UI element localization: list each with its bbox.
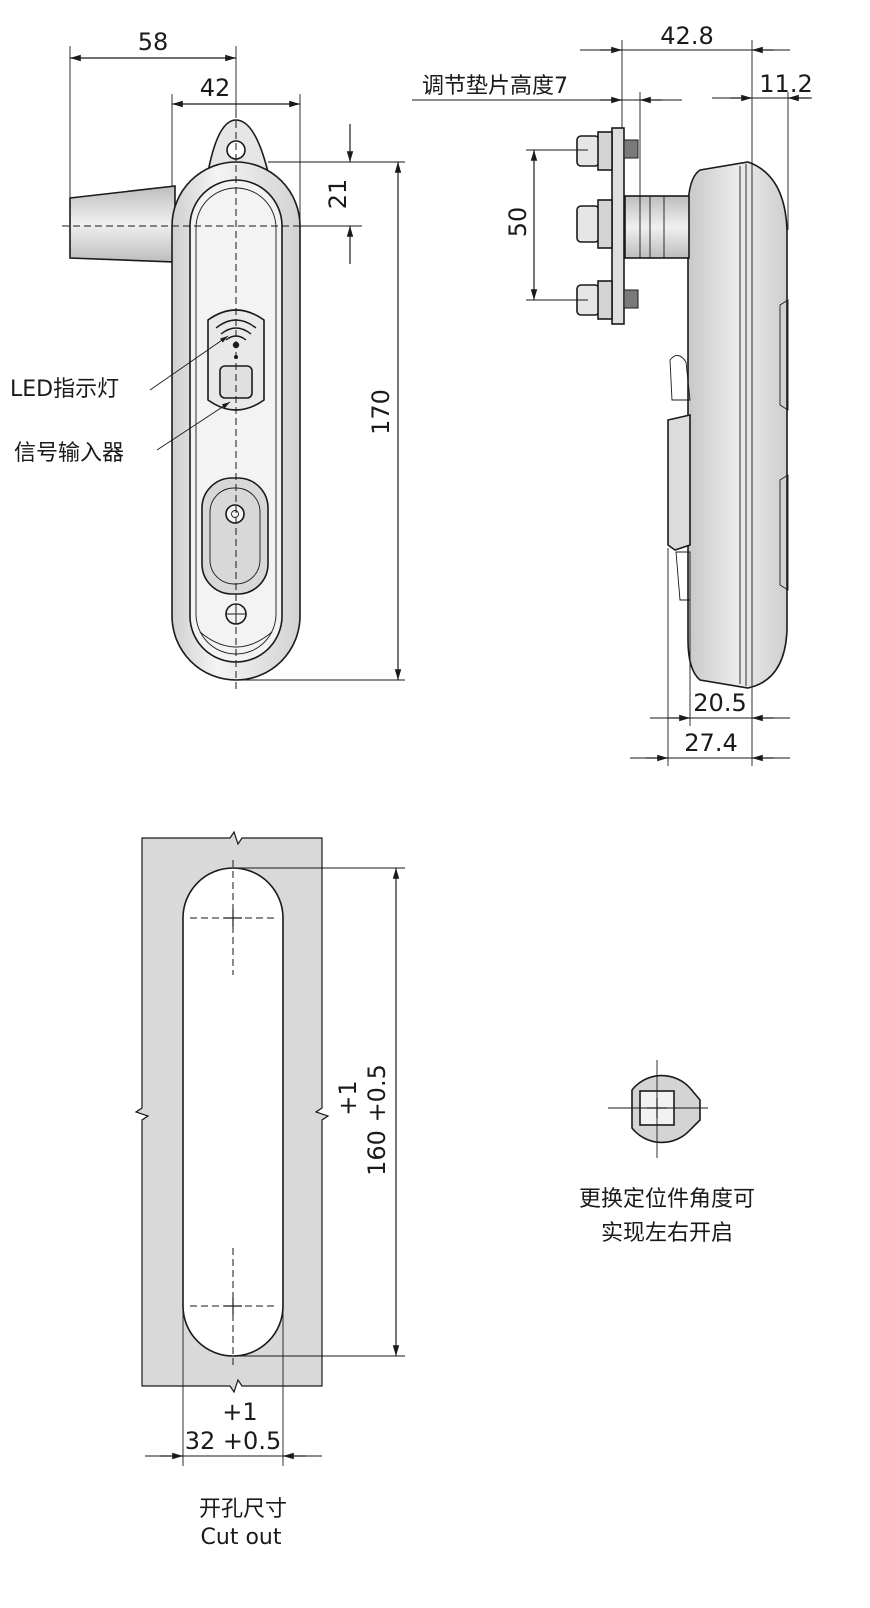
dim-cutout-height-tol: +1	[334, 1080, 362, 1115]
dim-cutout-width: 32 +0.5	[185, 1427, 281, 1455]
side-bracket	[667, 413, 691, 551]
cutout-label-cn: 开孔尺寸	[199, 1497, 287, 1522]
shim-height-label: 调节垫片高度7	[422, 74, 568, 99]
dim-20-5: 20.5	[693, 689, 746, 717]
cam-note-line1: 更换定位件角度可	[579, 1187, 755, 1212]
dim-cutout-width-tol: +1	[222, 1398, 257, 1426]
side-mounting-plate	[611, 127, 625, 325]
cutout-view	[134, 830, 330, 1394]
led-label: LED指示灯	[10, 377, 119, 402]
cam-note-line2: 实现左右开启	[601, 1221, 733, 1246]
dim-58: 58	[138, 28, 169, 56]
key-cylinder	[225, 504, 245, 524]
dim-11-2: 11.2	[759, 70, 812, 98]
dim-27-4: 27.4	[684, 729, 737, 757]
cutout-dimensions: +1 160 +0.5 +1 32 +0.5 开孔尺寸 Cut out	[145, 867, 405, 1550]
dim-170: 170	[367, 389, 395, 435]
front-dimensions: 58 42 21 170	[69, 28, 405, 681]
front-callouts: LED指示灯 信号输入器	[10, 335, 231, 466]
dim-42: 42	[200, 74, 231, 102]
side-shaft	[624, 195, 690, 259]
side-view	[576, 127, 789, 689]
key-slot	[201, 477, 269, 595]
dim-cutout-height: 160 +0.5	[363, 1064, 391, 1176]
dim-50: 50	[504, 207, 532, 238]
dim-21: 21	[324, 179, 352, 210]
cam-view: 更换定位件角度可 实现左右开启	[579, 1060, 755, 1246]
front-lever	[69, 185, 176, 263]
signal-input-pad	[219, 365, 253, 399]
dim-42-8: 42.8	[660, 22, 713, 50]
side-body	[687, 161, 788, 689]
signal-input-label: 信号输入器	[14, 441, 124, 466]
side-screws	[576, 131, 639, 320]
cutout-label-en: Cut out	[201, 1525, 282, 1550]
side-dimensions: 42.8 调节垫片高度7 11.2 50 20.5 27.4	[412, 22, 813, 766]
